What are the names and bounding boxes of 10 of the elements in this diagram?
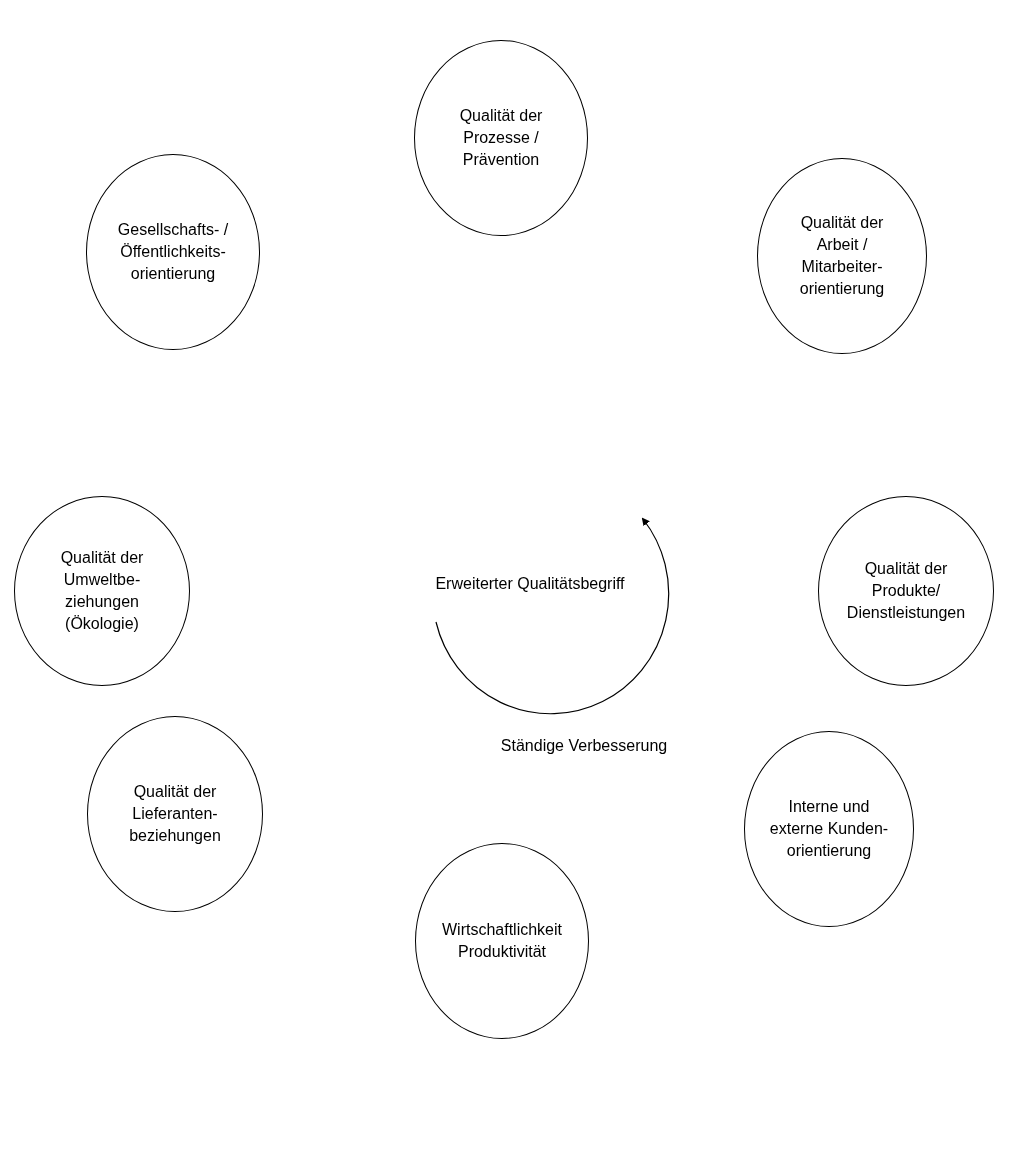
topic-text: Qualität der Lieferanten- beziehungen (128, 782, 222, 846)
topic-text: Qualität der Prozesse / Prävention (458, 106, 544, 170)
topic-text: Interne und externe Kunden- orientierung (769, 797, 889, 861)
cycle-label: Ständige Verbesserung (500, 737, 668, 755)
topic-text: Gesellschafts- / Öffentlichkeits- orientierung (116, 220, 230, 284)
topic-text: Qualität der Arbeit / Mitarbeiter- orientierung (798, 213, 886, 299)
topic-text: Qualität der Umweltbe- ziehungen (Ökologie) (59, 548, 145, 634)
topic-text: Qualität der Produkte/ Dienstleistungen (845, 559, 967, 623)
topic-text: Wirtschaftlichkeit Produktivität (441, 920, 563, 962)
center-title: Erweiterter Qualitätsbegriff (435, 575, 625, 593)
